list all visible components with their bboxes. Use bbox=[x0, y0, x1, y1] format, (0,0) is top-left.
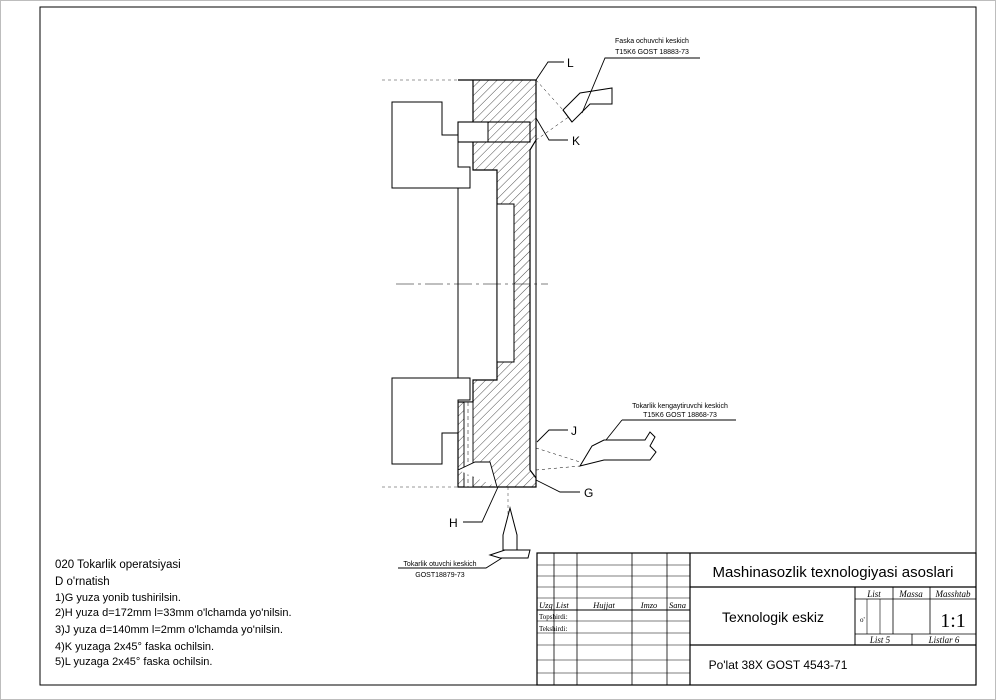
operation-step: 1)G yuza yonib tushirilsin. bbox=[55, 592, 181, 604]
parting-tool-name: Tokarlik otuvchi keskich bbox=[403, 561, 476, 568]
col-list: List bbox=[555, 600, 569, 610]
parting-tool bbox=[488, 506, 531, 559]
row-checked: Tekshirdi: bbox=[539, 625, 567, 633]
sheet-number: List 5 bbox=[869, 635, 891, 645]
material: Po'lat 38X GOST 4543-71 bbox=[709, 658, 848, 672]
row-submitted: Topshirdi: bbox=[539, 613, 568, 621]
surface-label-K: K bbox=[572, 134, 580, 148]
parting-tool-standard: GOST18879-73 bbox=[415, 572, 465, 579]
col-sign: Imzo bbox=[640, 600, 658, 610]
col-date: Sana bbox=[669, 600, 686, 610]
operation-step: 2)H yuza d=172mm l=33mm o'lchamda yo'nil… bbox=[55, 607, 292, 619]
hdr-scale: Masshtab bbox=[934, 589, 971, 599]
operation-notes: 020 Tokarlik operatsiyasi D o'rnatish 1)… bbox=[55, 559, 292, 668]
upper-chuck-jaw bbox=[391, 101, 471, 189]
hdr-mass: Massa bbox=[898, 589, 923, 599]
chamfer-tool-name: Faska ochuvchi keskich bbox=[615, 38, 689, 45]
boring-tool-name: Tokarlik kengaytiruvchi keskich bbox=[632, 403, 728, 410]
lower-hole bbox=[463, 401, 474, 488]
surface-label-H: H bbox=[449, 516, 458, 530]
chamfer-tool bbox=[535, 79, 613, 141]
inner-recess bbox=[496, 203, 515, 363]
sheet-count: Listlar 6 bbox=[928, 635, 960, 645]
operation-step: 3)J yuza d=140mm l=2mm o'lchamda yo'nils… bbox=[55, 624, 283, 636]
operation-step: 4)K yuzaga 2x45° faska ochilsin. bbox=[55, 641, 214, 653]
boring-tool bbox=[535, 431, 657, 471]
scale-value: 1:1 bbox=[940, 610, 966, 632]
col-izm: Uzg bbox=[539, 600, 553, 610]
chamfer-tool-standard: T15K6 GOST 18883-73 bbox=[615, 49, 689, 56]
title-block bbox=[536, 552, 977, 686]
part-section bbox=[382, 79, 548, 520]
hdr-list: List bbox=[866, 589, 881, 599]
surface-label-J: J bbox=[571, 424, 577, 438]
sheet-title: Texnologik eskiz bbox=[722, 609, 824, 625]
lower-chuck-jaw bbox=[391, 377, 471, 465]
course-title: Mashinasozlik texnologiyasi asoslari bbox=[713, 564, 954, 581]
drawing-frame bbox=[39, 6, 977, 686]
surface-label-L: L bbox=[567, 56, 574, 70]
col-doc: Hujjat bbox=[592, 600, 615, 610]
surface-label-G: G bbox=[584, 486, 593, 500]
upper-bore-step bbox=[487, 121, 531, 143]
operation-setup: D o'rnatish bbox=[55, 576, 110, 588]
lit-mark: o' bbox=[860, 616, 865, 624]
operation-title: 020 Tokarlik operatsiyasi bbox=[55, 559, 181, 571]
operation-step: 5)L yuzaga 2x45° faska ochilsin. bbox=[55, 656, 212, 668]
boring-tool-standard: T15K6 GOST 18868-73 bbox=[643, 412, 717, 419]
